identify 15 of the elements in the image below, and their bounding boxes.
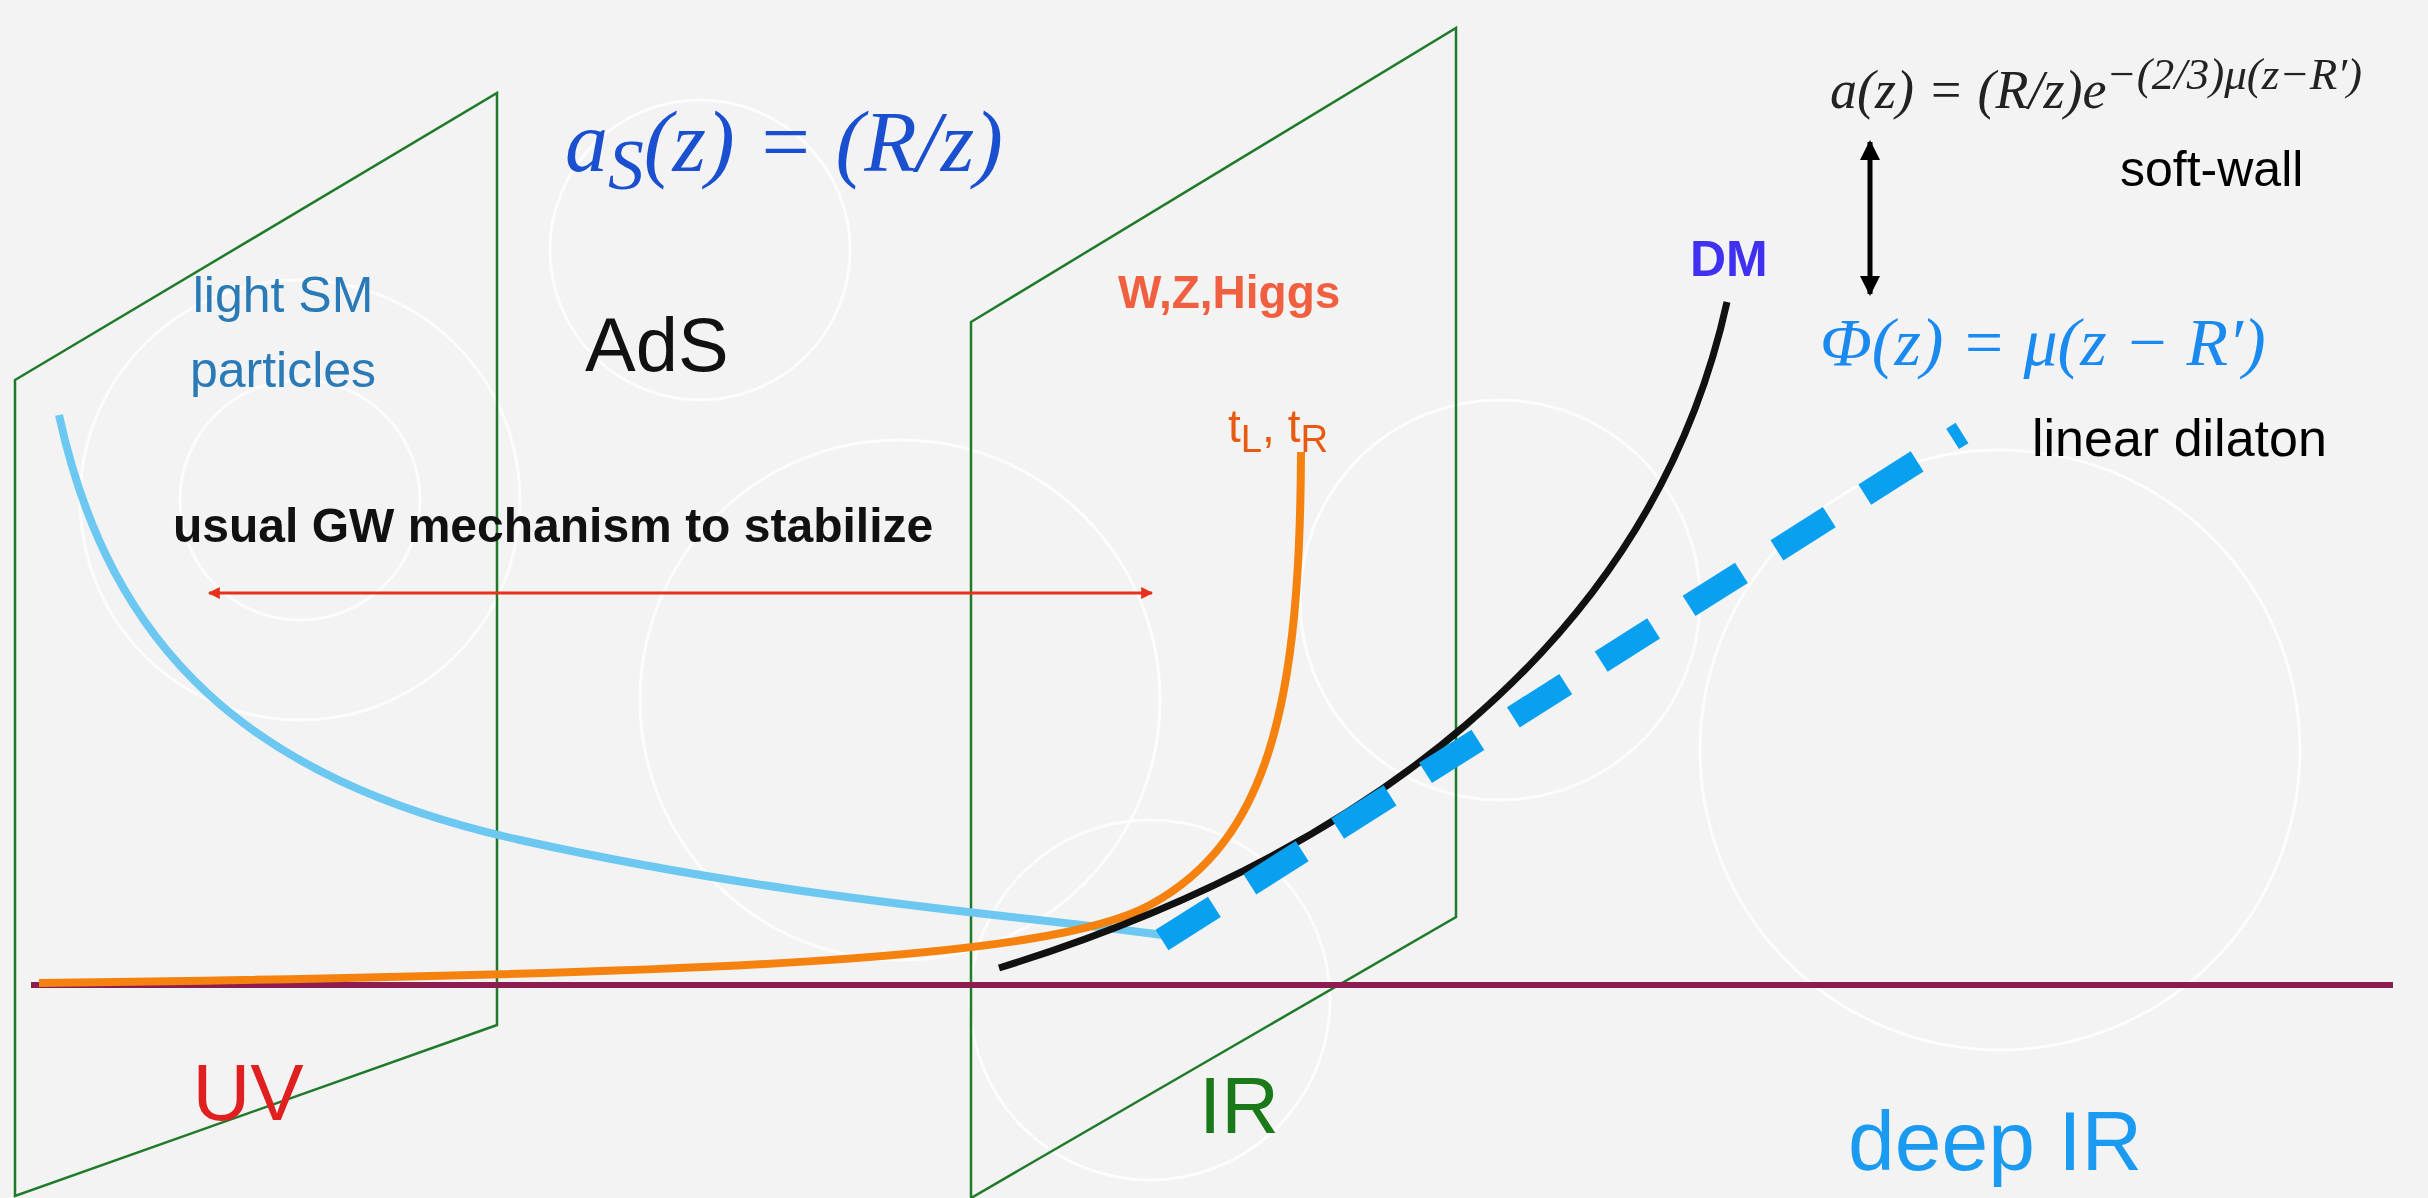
particle-label: t$_{L}$, t$_{R}$ bbox=[1228, 399, 1329, 463]
brane-label: IR bbox=[1198, 1061, 1280, 1151]
formula-caption: linear dilaton bbox=[2032, 408, 2327, 468]
region-label: AdS bbox=[585, 301, 729, 389]
formula: a$_{S}$(z) = (R/z) bbox=[565, 93, 1003, 208]
brane-label: UV bbox=[191, 1048, 305, 1138]
double-arrow bbox=[207, 587, 1154, 599]
double-arrow bbox=[1860, 140, 1880, 296]
particle-label: W,Z,Higgs bbox=[1118, 265, 1341, 320]
formula: a(z) = (R/z)e$^{−(2/3)μ(z−R′)}$ bbox=[1830, 47, 2362, 121]
particle-label: DM bbox=[1690, 230, 1768, 289]
formula-caption: soft-wall bbox=[2120, 140, 2304, 198]
particle-label: light SM particles bbox=[188, 266, 378, 400]
region-label: deep IR bbox=[1848, 1093, 2143, 1190]
formula: Φ(z) = μ(z − R′) bbox=[1820, 302, 2266, 382]
